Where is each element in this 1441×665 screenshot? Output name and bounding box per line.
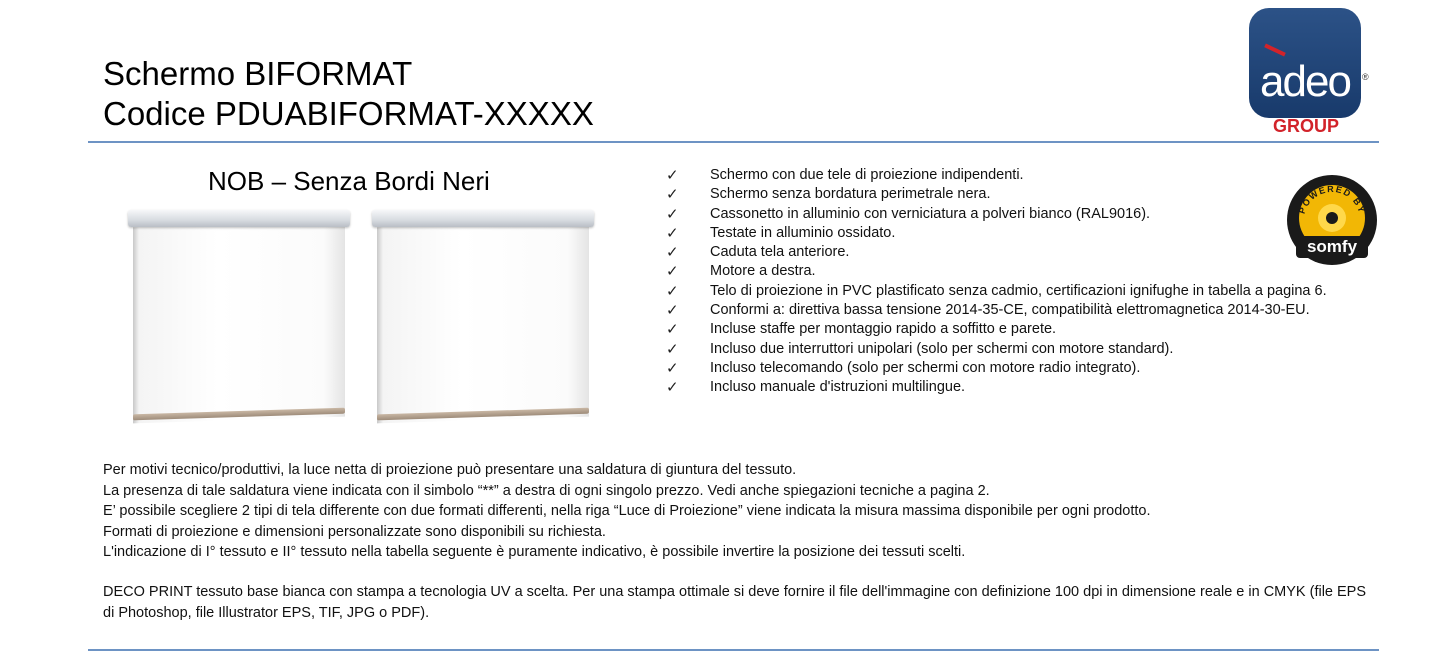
check-icon: ✓: [666, 244, 679, 262]
check-icon: ✓: [666, 205, 679, 223]
badge-center-dot: [1326, 212, 1338, 224]
feature-text: Caduta tela anteriore.: [710, 244, 850, 261]
projection-screen-image-1: [128, 210, 350, 430]
feature-text: Schermo con due tele di proiezione indip…: [710, 167, 1024, 183]
feature-item: ✓ Incluso manuale d'istruzioni multilingu…: [662, 378, 1362, 397]
powered-by-somfy-badge: POWERED BY somfy: [1287, 175, 1377, 265]
feature-item: ✓ Cassonetto in alluminio con verniciatur…: [662, 205, 1362, 224]
technical-notes: Per motivi tecnico/produttivi, la luce n…: [103, 460, 1393, 563]
feature-item: ✓ Telo di proiezione in PVC plastificato …: [662, 282, 1362, 301]
logo-box: [1249, 8, 1361, 118]
check-icon: ✓: [666, 186, 679, 204]
check-icon: ✓: [666, 282, 679, 300]
feature-checklist: ✓ Schermo con due tele di proiezione indi…: [662, 166, 1362, 398]
logo-registered-mark: ®: [1362, 72, 1369, 82]
check-icon: ✓: [666, 340, 679, 358]
feature-text: Incluse staffe per montaggio rapido a so…: [710, 321, 1057, 338]
feature-item: ✓ Incluso due interruttori unipolari (sol…: [662, 340, 1362, 359]
screen-case: [128, 210, 350, 227]
screen-case: [372, 210, 594, 227]
logo-group-text: GROUP: [1272, 116, 1339, 136]
feature-item: ✓ Schermo senza bordatura perimetrale ner…: [662, 185, 1362, 204]
feature-item: ✓ Incluso telecomando (solo per schermi c…: [662, 359, 1362, 378]
deco-print-note: DECO PRINT tessuto base bianca con stamp…: [103, 584, 1367, 621]
footer-divider: [88, 649, 1379, 651]
feature-item: ✓ Schermo con due tele di proiezione indi…: [662, 166, 1362, 185]
note-line: E’ possibile scegliere 2 tipi di tela di…: [103, 503, 1151, 519]
check-icon: ✓: [666, 167, 679, 184]
title-line-product: Schermo BIFORMAT: [103, 55, 413, 92]
check-icon: ✓: [666, 263, 679, 281]
model-subtitle: NOB – Senza Bordi Neri: [208, 166, 490, 196]
projection-screen-image-2: [372, 210, 594, 430]
check-icon: ✓: [666, 224, 679, 242]
feature-item: ✓ Motore a destra.: [662, 262, 1362, 281]
feature-text: Incluso telecomando (solo per schermi co…: [710, 359, 1141, 376]
feature-text: Telo di proiezione in PVC plastificato s…: [710, 282, 1327, 299]
feature-text: Schermo senza bordatura perimetrale nera…: [710, 186, 991, 203]
feature-text: Incluso due interruttori unipolari (solo…: [710, 340, 1174, 357]
note-line: Per motivi tecnico/produttivi, la luce n…: [103, 462, 797, 478]
page-title: Schermo BIFORMAT Codice PDUABIFORMAT-XXX…: [103, 54, 594, 134]
screen-cloth: [133, 220, 345, 424]
feature-item: ✓ Testate in alluminio ossidato.: [662, 224, 1362, 243]
feature-text: Motore a destra.: [710, 263, 816, 280]
adeo-group-logo: adeo ® GROUP: [1240, 8, 1372, 138]
title-line-code: Codice PDUABIFORMAT-XXXXX: [103, 95, 594, 132]
feature-text: Testate in alluminio ossidato.: [710, 224, 896, 241]
header-divider: [88, 141, 1379, 143]
note-line: La presenza di tale saldatura viene indi…: [103, 482, 990, 499]
feature-text: Cassonetto in alluminio con verniciatura…: [710, 205, 1151, 222]
badge-brand-text: somfy: [1307, 237, 1358, 256]
feature-text: Incluso manuale d'istruzioni multilingue…: [710, 379, 966, 396]
check-icon: ✓: [666, 379, 679, 397]
check-icon: ✓: [666, 321, 679, 339]
check-icon: ✓: [666, 302, 679, 320]
feature-item: ✓ Caduta tela anteriore.: [662, 243, 1362, 262]
feature-text: Conformi a: direttiva bassa tensione 201…: [710, 302, 1310, 319]
check-icon: ✓: [666, 359, 679, 377]
note-line: L'indicazione di I° tessuto e II° tessut…: [103, 544, 966, 560]
screen-cloth: [377, 220, 589, 424]
feature-item: ✓ Conformi a: direttiva bassa tensione 20…: [662, 301, 1362, 320]
note-line: Formati di proiezione e dimensioni perso…: [103, 523, 606, 540]
logo-brand-text: adeo: [1260, 57, 1352, 106]
feature-item: ✓ Incluse staffe per montaggio rapido a s…: [662, 320, 1362, 339]
